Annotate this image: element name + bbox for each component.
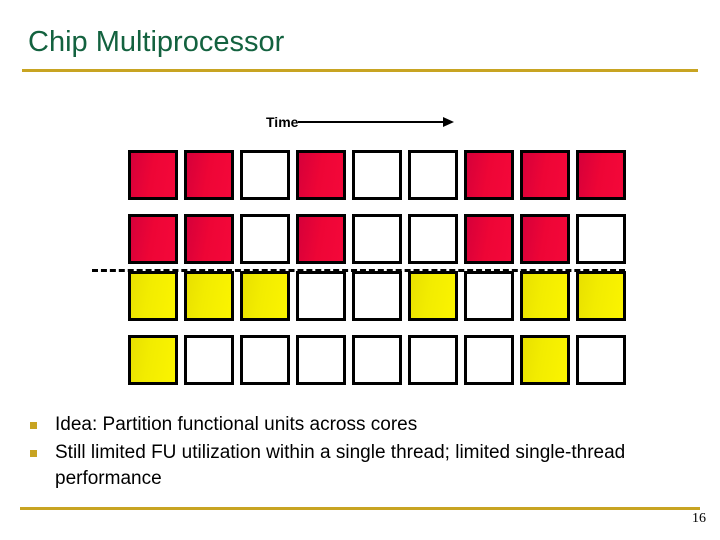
- arrow-right-icon: [298, 117, 460, 127]
- title-divider: [22, 69, 698, 72]
- issue-slot-filled: [576, 150, 626, 200]
- issue-slot-empty: [464, 271, 514, 321]
- issue-slot-filled: [128, 150, 178, 200]
- issue-slot-filled: [464, 214, 514, 264]
- issue-slot-empty: [296, 271, 346, 321]
- issue-slot-filled: [576, 271, 626, 321]
- issue-slot-empty: [352, 150, 402, 200]
- issue-slot-filled: [464, 150, 514, 200]
- bullet-item: Idea: Partition functional units across …: [28, 412, 678, 438]
- bullet-item: Still limited FU utilization within a si…: [28, 440, 678, 492]
- issue-slot-filled: [520, 335, 570, 385]
- issue-slot-empty: [576, 335, 626, 385]
- issue-slot-empty: [240, 150, 290, 200]
- issue-slot-empty: [240, 214, 290, 264]
- footer-divider: [20, 507, 700, 510]
- issue-slot-row: [128, 335, 626, 385]
- issue-slot-filled: [128, 335, 178, 385]
- page-title: Chip Multiprocessor: [28, 26, 285, 58]
- issue-slot-empty: [408, 335, 458, 385]
- issue-slot-filled: [184, 150, 234, 200]
- issue-slot-empty: [464, 335, 514, 385]
- issue-slot-filled: [520, 150, 570, 200]
- issue-slot-filled: [128, 271, 178, 321]
- bullet-square-icon: [30, 450, 37, 457]
- issue-slot-filled: [240, 271, 290, 321]
- issue-slot-empty: [576, 214, 626, 264]
- core-divider: [92, 269, 625, 272]
- issue-slot-row: [128, 214, 626, 264]
- issue-slot-filled: [296, 150, 346, 200]
- issue-slot-row: [128, 271, 626, 321]
- issue-slot-filled: [184, 271, 234, 321]
- issue-slot-filled: [520, 271, 570, 321]
- issue-slot-filled: [128, 214, 178, 264]
- bullet-text: Still limited FU utilization within a si…: [55, 442, 626, 489]
- issue-slot-filled: [296, 214, 346, 264]
- issue-slot-empty: [184, 335, 234, 385]
- page-number: 16: [692, 511, 706, 526]
- time-axis-label: Time: [266, 114, 299, 130]
- issue-slot-empty: [352, 214, 402, 264]
- issue-slot-empty: [352, 335, 402, 385]
- bullet-list: Idea: Partition functional units across …: [28, 412, 678, 494]
- issue-slot-grid: [128, 150, 626, 385]
- bullet-square-icon: [30, 422, 37, 429]
- issue-slot-filled: [520, 214, 570, 264]
- issue-slot-empty: [408, 214, 458, 264]
- issue-slot-empty: [240, 335, 290, 385]
- issue-slot-filled: [184, 214, 234, 264]
- time-axis: Time: [266, 110, 460, 134]
- issue-slot-row: [128, 150, 626, 200]
- issue-slot-filled: [408, 271, 458, 321]
- issue-slot-empty: [352, 271, 402, 321]
- issue-slot-empty: [296, 335, 346, 385]
- bullet-text: Idea: Partition functional units across …: [55, 414, 418, 435]
- issue-slot-empty: [408, 150, 458, 200]
